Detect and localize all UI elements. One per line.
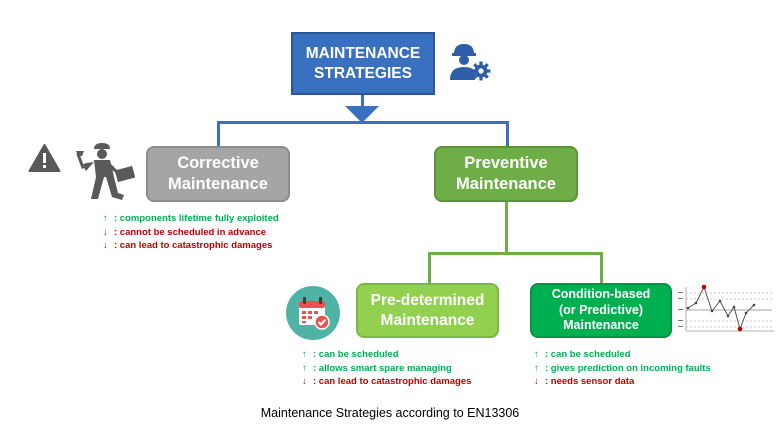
main-title-line1: MAINTENANCE — [305, 45, 421, 63]
down-arrow-icon: ↓ — [103, 226, 108, 238]
note-item: ↑ : components lifetime fully exploited — [103, 212, 279, 226]
condition-title-line1: Condition-based — [551, 287, 651, 302]
note-text: : can lead to catastrophic damages — [313, 376, 472, 387]
up-arrow-icon: ↑ — [302, 349, 307, 360]
connector-predetermined-drop — [428, 252, 431, 283]
connector-horizontal — [217, 121, 509, 124]
note-text: : can be scheduled — [313, 349, 399, 360]
note-item: ↑ : can be scheduled — [534, 348, 711, 362]
calendar-icon — [286, 286, 340, 340]
note-item: ↑ : gives prediction on incoming faults — [534, 362, 711, 376]
connector-left-drop — [217, 121, 220, 146]
connector-right-drop — [506, 121, 509, 146]
corrective-title-line2: Maintenance — [168, 175, 268, 193]
up-arrow-icon: ↑ — [302, 362, 307, 374]
corrective-maintenance-box: Corrective Maintenance — [146, 146, 290, 202]
note-item: ↓ : can lead to catastrophic damages — [103, 239, 279, 253]
preventive-title-line2: Maintenance — [456, 175, 556, 193]
condition-notes: ↑ : can be scheduled ↑ : gives predictio… — [534, 348, 711, 389]
note-text: : components lifetime fully exploited — [114, 213, 279, 224]
corrective-notes: ↑ : components lifetime fully exploited … — [103, 212, 279, 253]
connector-preventive-stem — [505, 202, 508, 254]
figure-caption: Maintenance Strategies according to EN13… — [260, 406, 520, 420]
connector-arrowhead — [345, 106, 379, 123]
note-text: : can lead to catastrophic damages — [114, 240, 273, 251]
control-chart-icon — [678, 284, 774, 332]
down-arrow-icon: ↓ — [103, 240, 108, 251]
down-arrow-icon: ↓ — [302, 376, 307, 387]
condition-based-maintenance-box: Condition-based (or Predictive) Maintena… — [530, 283, 672, 338]
warning-icon — [28, 144, 61, 172]
note-item: ↓ : can lead to catastrophic damages — [302, 375, 471, 389]
note-item: ↓ : cannot be scheduled in advance — [103, 226, 279, 240]
connector-condition-drop — [600, 252, 603, 283]
predetermined-maintenance-box: Pre-determined Maintenance — [356, 283, 499, 338]
preventive-title-line1: Preventive — [464, 154, 548, 173]
connector-main-stem — [361, 95, 364, 108]
note-text: : gives prediction on incoming faults — [545, 362, 711, 374]
predetermined-title-line1: Pre-determined — [370, 292, 485, 310]
note-text: : allows smart spare managing — [313, 362, 452, 374]
predetermined-title-line2: Maintenance — [380, 311, 475, 329]
note-text: : cannot be scheduled in advance — [114, 226, 267, 238]
note-item: ↓ : needs sensor data — [534, 375, 711, 389]
note-text: : needs sensor data — [545, 376, 635, 387]
preventive-maintenance-box: Preventive Maintenance — [434, 146, 578, 202]
up-arrow-icon: ↑ — [103, 213, 108, 224]
predetermined-notes: ↑ : can be scheduled ↑ : allows smart sp… — [302, 348, 471, 389]
condition-title-line2: (or Predictive) — [558, 302, 644, 317]
maintenance-strategies-box: MAINTENANCE STRATEGIES — [291, 32, 435, 95]
main-title-line2: STRATEGIES — [314, 64, 412, 82]
worker-gear-icon — [450, 44, 491, 81]
note-item: ↑ : can be scheduled — [302, 348, 471, 362]
repair-worker-icon — [76, 143, 136, 200]
corrective-title-line1: Corrective — [177, 154, 259, 173]
connector-preventive-horizontal — [428, 252, 603, 255]
note-item: ↑ : allows smart spare managing — [302, 362, 471, 376]
down-arrow-icon: ↓ — [534, 376, 539, 387]
note-text: : can be scheduled — [545, 349, 631, 360]
condition-title-line3: Maintenance — [563, 318, 639, 333]
up-arrow-icon: ↑ — [534, 349, 539, 360]
up-arrow-icon: ↑ — [534, 362, 539, 374]
